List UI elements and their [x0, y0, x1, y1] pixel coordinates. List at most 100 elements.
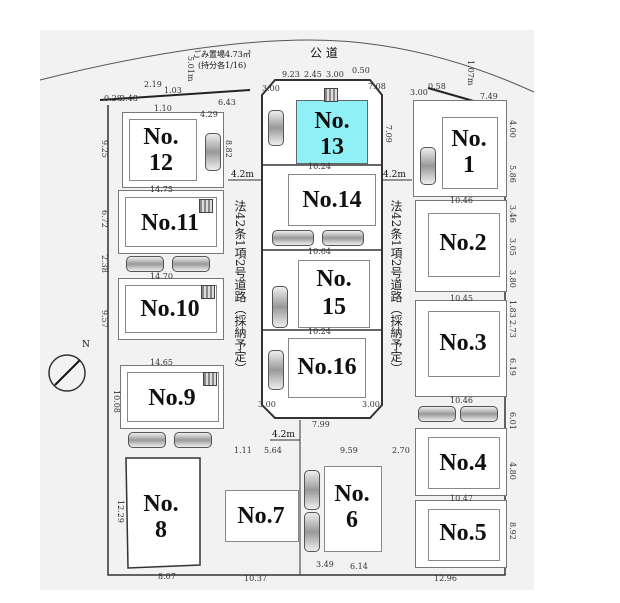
dim: 9.23 [282, 70, 300, 79]
car-icon [268, 350, 284, 390]
dim: 3.00 [258, 400, 276, 409]
car-icon [272, 286, 288, 328]
dim: 9.57 [100, 310, 109, 328]
dim: 4.29 [200, 110, 218, 119]
car-icon [205, 133, 221, 171]
road-width-right: 4.2m [383, 170, 406, 180]
dim: 7.99 [312, 420, 330, 429]
dim: 8.92 [508, 522, 517, 540]
dim: 3.80 [508, 270, 517, 288]
dim: 2.19 [144, 80, 162, 89]
lot-16[interactable]: No.16 [288, 338, 366, 398]
dim: 6.72 [100, 210, 109, 228]
dim: 10.08 [112, 390, 121, 413]
dim: 4.80 [508, 462, 517, 480]
dim: 1.07m [466, 60, 475, 86]
dim: 7.09 [384, 125, 393, 143]
road-width-bottom: 4.2m [272, 430, 295, 440]
dim: 10.45 [450, 294, 473, 303]
private-road-label-right: 法42条1項2号道路（採納予定） [389, 200, 403, 375]
dim: 1.03 [164, 86, 182, 95]
dim: 6.01 [508, 412, 517, 430]
lot-14[interactable]: No.14 [288, 174, 376, 226]
dim: 10.46 [450, 196, 473, 205]
dim: 3.05 [508, 238, 517, 256]
lot-3[interactable]: No.3 [415, 300, 507, 397]
dim: 8.82 [224, 140, 233, 158]
lot-11[interactable]: No.11 [118, 190, 224, 254]
dim: 6.43 [218, 98, 236, 107]
road-width-left: 4.2m [231, 170, 254, 180]
car-icon [420, 147, 436, 185]
ac-unit-icon [203, 372, 217, 386]
dim: 0.50 [352, 66, 370, 75]
car-icon [304, 470, 320, 510]
dim: 0.28 [104, 94, 122, 103]
ac-unit-icon [199, 199, 213, 213]
car-icon [418, 406, 456, 422]
lot-12[interactable]: No. 12 [122, 112, 224, 188]
lot-2[interactable]: No.2 [415, 200, 507, 292]
dim: 3.46 [508, 205, 517, 223]
dim: 10.37 [244, 574, 267, 583]
lot-8-label-1: No. [143, 491, 179, 517]
dim: 8.07 [158, 572, 176, 581]
dim: 7.49 [480, 92, 498, 101]
lot-4[interactable]: No.4 [415, 428, 507, 496]
dim: 2.70 [392, 446, 410, 455]
car-icon [460, 406, 498, 422]
car-icon [172, 256, 210, 272]
dim: 3.00 [262, 84, 280, 93]
dim: 5.01m [186, 56, 195, 82]
dim: 3.49 [316, 560, 334, 569]
dim: 7.08 [368, 82, 386, 91]
dim: 5.64 [264, 446, 282, 455]
dim: 6.14 [350, 562, 368, 571]
ac-unit-icon [324, 88, 338, 102]
dim: 4.00 [508, 120, 517, 138]
dim: 9.25 [100, 140, 109, 158]
car-icon [272, 230, 314, 246]
dim: 10.24 [308, 162, 331, 171]
car-icon [126, 256, 164, 272]
garbage-share-label: (持分各1/16) [198, 61, 247, 70]
dim: 1.10 [154, 104, 172, 113]
lot-9[interactable]: No.9 [120, 365, 224, 429]
dim: 10.64 [308, 247, 331, 256]
lot-8-label-2: 8 [155, 517, 167, 543]
ac-unit-icon [201, 285, 215, 299]
dim: 2.38 [100, 255, 109, 273]
dim: 14.65 [150, 358, 173, 367]
dim: 1.83 [508, 300, 517, 318]
dim: 5.86 [508, 165, 517, 183]
car-icon [304, 512, 320, 552]
dim: 14.75 [150, 185, 173, 194]
dim: 0.58 [428, 82, 446, 91]
dim: 10.24 [308, 327, 331, 336]
car-icon [322, 230, 364, 246]
car-icon [174, 432, 212, 448]
lot-10[interactable]: No.10 [118, 278, 224, 340]
dim: 3.00 [326, 70, 344, 79]
dim: 1.11 [234, 446, 252, 455]
dim: 3.00 [362, 400, 380, 409]
dim: 2.45 [304, 70, 322, 79]
dim: 6.19 [508, 358, 517, 376]
dim: 12.96 [434, 574, 457, 583]
dim: 10.46 [450, 396, 473, 405]
lot-15[interactable]: No. 15 [298, 260, 370, 328]
lot-6[interactable]: No. 6 [300, 458, 383, 554]
north-label: N [82, 340, 90, 350]
dim: 9.59 [340, 446, 358, 455]
car-icon [128, 432, 166, 448]
dim: 3.48 [120, 94, 138, 103]
garbage-area-label: ごみ置場4.73㎡ [193, 50, 251, 59]
lot-13[interactable]: No. 13 [296, 100, 368, 164]
lot-7[interactable]: No.7 [215, 470, 300, 570]
car-icon [268, 110, 284, 146]
lot-5[interactable]: No.5 [415, 500, 507, 568]
dim: 2.73 [508, 320, 517, 338]
dim: 10.47 [450, 494, 473, 503]
lot-1[interactable]: No. 1 [413, 100, 507, 197]
